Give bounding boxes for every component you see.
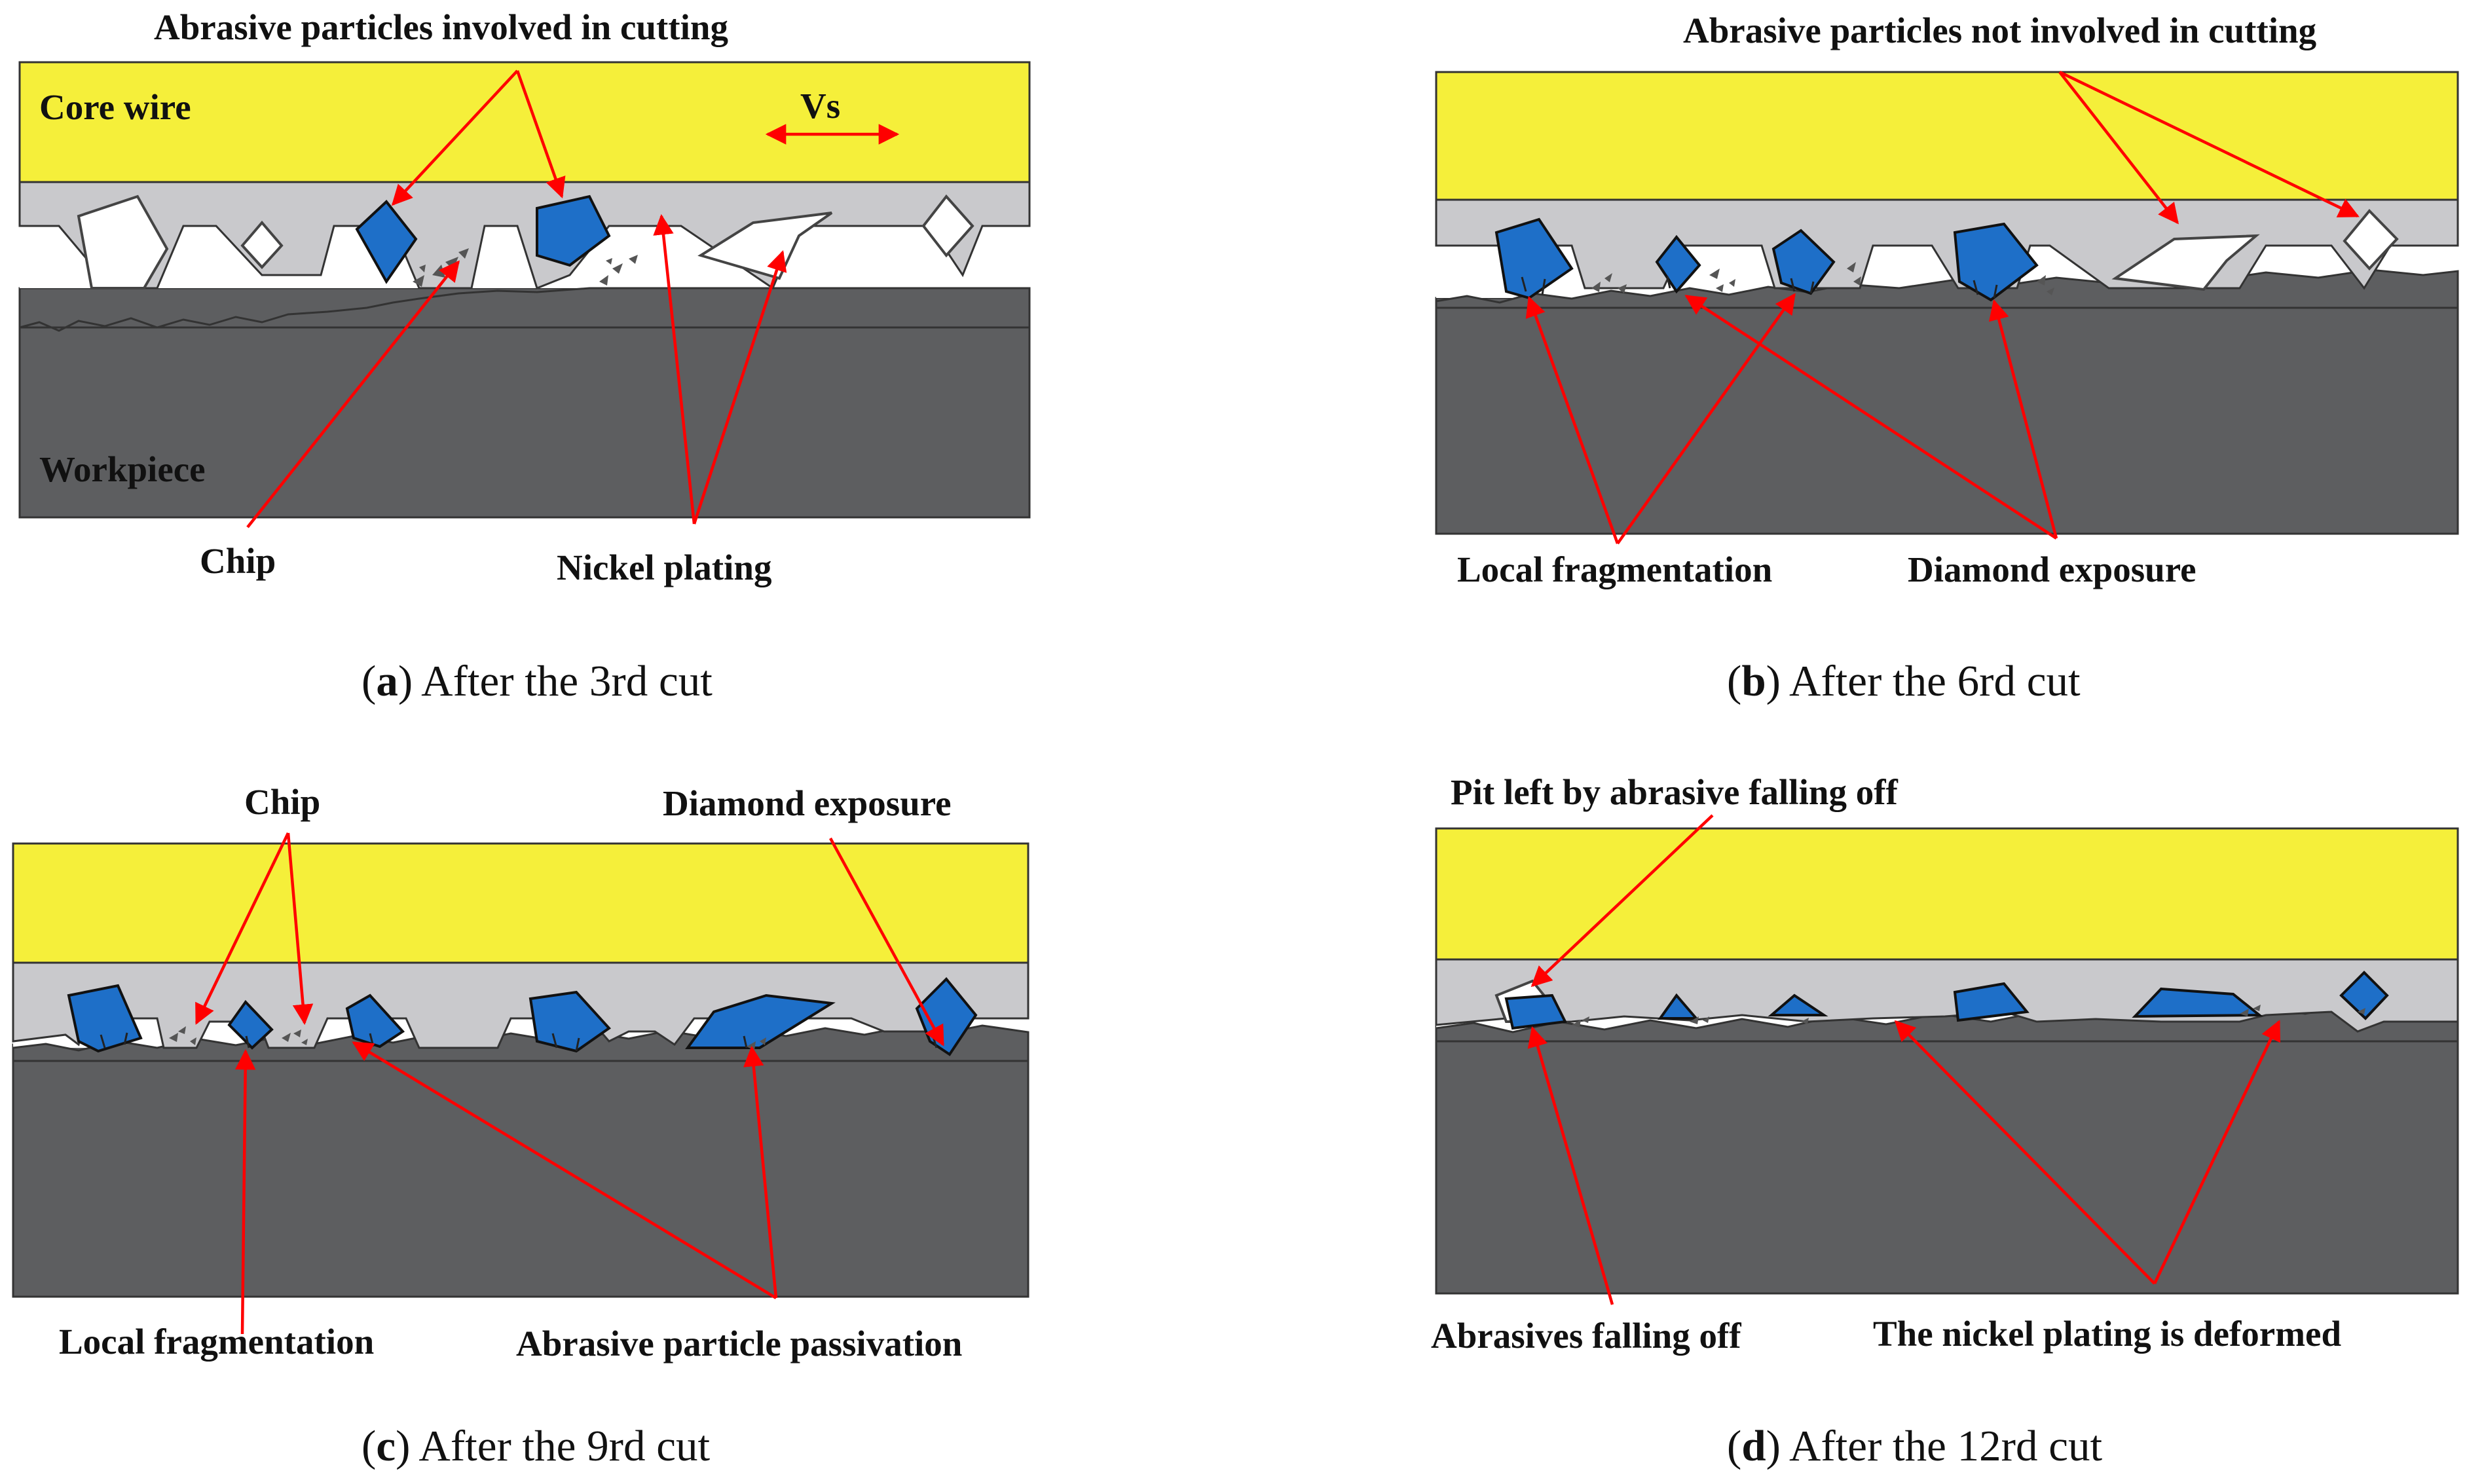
workpiece-layer <box>12 1043 1029 1298</box>
label-abrasives-falling-off: Abrasives falling off <box>1431 1316 1741 1356</box>
label-chip: Chip <box>200 541 276 581</box>
arrow-diamond-exposure <box>1988 299 2058 539</box>
label-local-fragmentation: Local fragmentation <box>1457 549 1772 589</box>
caption-d-text: After the 12rd cut <box>1781 1422 2103 1470</box>
arrow-pit <box>1530 814 1714 988</box>
arrow-diamond-exposure <box>829 837 944 1047</box>
label-vs: Vs <box>800 86 840 126</box>
panel-b: Abrasive particles not involved in cutti… <box>1435 10 2459 705</box>
caption-d: (d) After the 12rd cut <box>1727 1422 2102 1470</box>
diamond-particle <box>345 993 405 1048</box>
label-diamond-exposure: Diamond exposure <box>1908 549 2196 589</box>
diamond-particle <box>1953 222 2039 302</box>
diamond-particle <box>1768 993 1828 1016</box>
arrow-abrasive-passivation <box>352 1041 777 1299</box>
arrow-local-fragmentation <box>1616 293 1796 545</box>
caption-a-letter: a <box>376 657 398 705</box>
chip-debris <box>169 1026 766 1050</box>
arrow-abrasives-falling-off <box>1527 1026 1614 1305</box>
abrasive-particle-white <box>240 220 284 269</box>
arrow-abrasive-passivation <box>743 1045 778 1299</box>
caption-a: (a) After the 3rd cut <box>361 657 713 705</box>
caption-b-letter: b <box>1741 657 1766 705</box>
caption-b: (b) After the 6rd cut <box>1727 657 2081 705</box>
arrow-abrasive-not-involved <box>2058 71 2179 225</box>
diamond-particle <box>528 990 612 1053</box>
caption-a-text: After the 3rd cut <box>413 657 713 705</box>
abrasive-particle-white <box>921 194 974 258</box>
arrow-nickel-deformed <box>2153 1020 2281 1284</box>
panel-a: Abrasive particles involved in cutting C… <box>18 7 1031 705</box>
diamond-particle <box>1953 982 2029 1022</box>
label-nickel-deformed: The nickel plating is deformed <box>1873 1314 2341 1354</box>
label-abrasive-not-involved: Abrasive particles not involved in cutti… <box>1683 10 2316 50</box>
arrow-local-fragmentation <box>1525 296 1620 544</box>
diamond-particle <box>227 999 274 1050</box>
label-workpiece: Workpiece <box>39 449 206 489</box>
arrow-abrasive-involved <box>391 69 519 206</box>
arrow-local-fragmentation <box>234 1048 256 1335</box>
diamond-particle <box>2132 987 2263 1018</box>
core-wire-layer <box>18 61 1031 183</box>
panel-d: Pit left by abrasive falling off Abrasiv… <box>1431 772 2459 1470</box>
arrow-chip <box>286 832 314 1026</box>
diamond-particle <box>2339 971 2389 1020</box>
workpiece-layer <box>1435 297 2459 535</box>
core-wire-layer <box>12 842 1029 964</box>
abrasive-particle-white <box>697 212 833 280</box>
arrow-nickel-plating <box>692 250 787 525</box>
diamond-particle <box>1494 217 1574 300</box>
abrasive-particle-white <box>77 195 169 289</box>
arrow-chip <box>195 832 290 1025</box>
workpiece-layer <box>1435 1024 2459 1295</box>
label-abrasive-involved: Abrasive particles involved in cutting <box>154 7 728 47</box>
label-local-fragmentation: Local fragmentation <box>59 1322 374 1362</box>
label-pit: Pit left by abrasive falling off <box>1451 772 1899 812</box>
arrow-nickel-plating <box>653 213 696 525</box>
diamond-particle <box>355 200 418 284</box>
label-abrasive-passivation: Abrasive particle passivation <box>516 1324 962 1363</box>
arrow-abrasive-involved <box>515 70 566 198</box>
arrow-diamond-exposure <box>1684 295 2058 540</box>
diamond-particle <box>536 195 611 267</box>
caption-d-letter: d <box>1741 1422 1766 1470</box>
caption-c-letter: c <box>376 1422 396 1470</box>
arrow-abrasive-not-involved <box>2059 70 2360 218</box>
label-diamond-exposure: Diamond exposure <box>663 783 952 823</box>
workpiece-surface <box>19 287 1031 332</box>
diamond-particle <box>1658 993 1699 1020</box>
diamond-particle <box>67 984 143 1053</box>
core-wire-layer <box>1435 827 2459 961</box>
caption-c: (c) After the 9rd cut <box>361 1422 710 1470</box>
diamond-particle <box>1771 229 1836 295</box>
label-core-wire: Core wire <box>39 87 191 127</box>
label-nickel-plating: Nickel plating <box>557 547 772 587</box>
diamond-particle <box>1504 993 1568 1030</box>
arrow-nickel-deformed <box>1894 1020 2156 1285</box>
core-wire-layer <box>1435 71 2459 201</box>
arrow-chip <box>246 260 460 529</box>
abrasive-particle-white <box>2343 209 2399 270</box>
abrasive-particle-white <box>2111 234 2260 291</box>
label-chip: Chip <box>244 782 320 822</box>
fragment-cracks <box>100 1032 938 1052</box>
panel-c: Chip Diamond exposure Local fragmentatio… <box>12 782 1029 1470</box>
caption-c-text: After the 9rd cut <box>410 1422 710 1470</box>
caption-b-text: After the 6rd cut <box>1781 657 2081 705</box>
fragment-cracks <box>1521 276 1998 299</box>
